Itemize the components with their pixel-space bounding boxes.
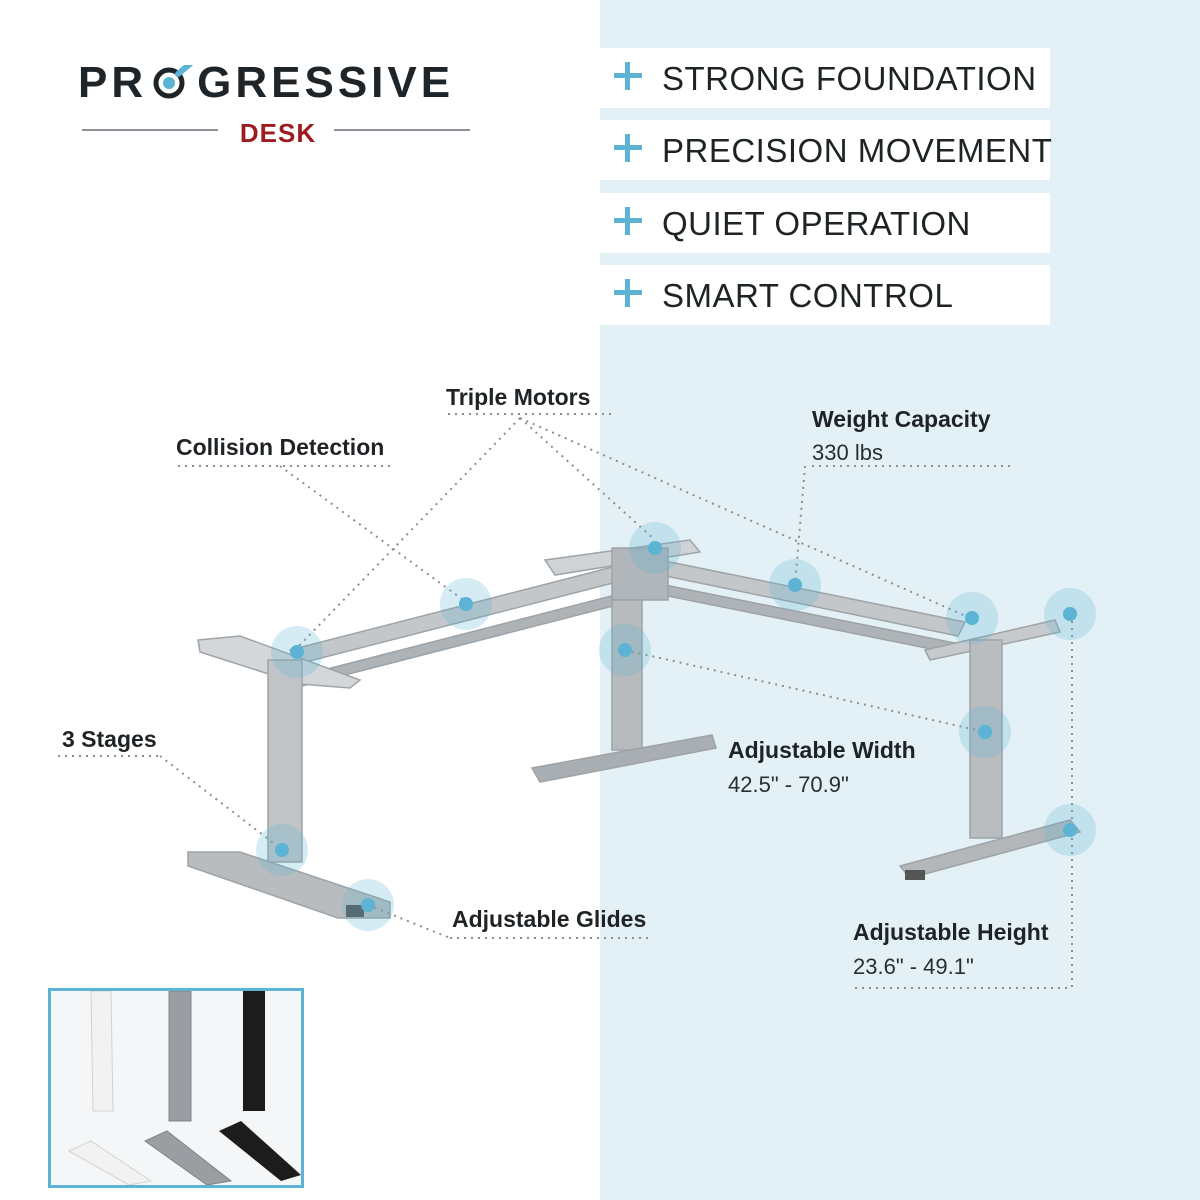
logo-text-start: PR (78, 58, 148, 107)
magnifier-q-icon (151, 60, 195, 99)
logo-wordmark: PR GRESSIVE (78, 58, 478, 108)
hotspot-collision-detection (440, 578, 492, 630)
hotspot-adjustable-glides (342, 879, 394, 931)
feature-label: PRECISION MOVEMENT (662, 132, 1053, 169)
frame-color-swatches (67, 991, 301, 1185)
hotspots (256, 522, 1096, 931)
hotspot-triple-motor-center (629, 522, 681, 574)
plus-icon (610, 275, 646, 311)
hotspot-triple-motor-left (271, 626, 323, 678)
callout-adjustable-width: Adjustable Width (728, 737, 916, 763)
feature-precision-movement: PRECISION MOVEMENT (600, 120, 1053, 180)
black-frame-leg (219, 991, 301, 1181)
feature-quiet-operation: QUIET OPERATION (600, 193, 1050, 253)
hotspot-triple-motor-right (946, 592, 998, 644)
callout-collision-detection: Collision Detection (176, 434, 385, 460)
plus-icon (610, 58, 646, 94)
color-options-inset (48, 988, 304, 1188)
callout-adjustable-glides: Adjustable Glides (452, 906, 647, 932)
hotspot-3-stages (256, 824, 308, 876)
callout-weight-capacity-value: 330 lbs (812, 440, 883, 465)
logo-text-end: GRESSIVE (197, 58, 455, 107)
logo-divider-right (334, 129, 470, 131)
feature-label: QUIET OPERATION (662, 205, 971, 242)
hotspot-height-top (1044, 588, 1096, 640)
plus-icon (610, 203, 646, 239)
white-frame-leg (67, 991, 153, 1185)
plus-icon (610, 130, 646, 166)
feature-label: SMART CONTROL (662, 277, 954, 314)
logo-divider-left (82, 129, 218, 131)
callout-adjustable-width-value: 42.5" - 70.9" (728, 772, 849, 797)
callout-adjustable-height: Adjustable Height (853, 919, 1049, 945)
gray-frame-leg (144, 991, 233, 1185)
callout-adjustable-height-value: 23.6" - 49.1" (853, 954, 974, 979)
logo-subtitle: DESK (239, 118, 317, 148)
feature-strong-foundation: STRONG FOUNDATION (600, 48, 1050, 108)
hotspot-adjustable-width (959, 706, 1011, 758)
leader-lines (58, 413, 1073, 989)
desk-frame (187, 539, 1082, 919)
progressive-desk-logo: PR GRESSIVE DESK (78, 52, 478, 152)
hotspot-width-center-leg (599, 624, 651, 676)
callout-weight-capacity: Weight Capacity (812, 406, 991, 432)
hotspot-height-bottom (1044, 804, 1096, 856)
feature-smart-control: SMART CONTROL (600, 265, 1050, 325)
logo-subtitle-row: DESK (78, 118, 478, 148)
hotspot-weight-capacity (769, 559, 821, 611)
callout-3-stages: 3 Stages (62, 726, 157, 752)
callout-triple-motors: Triple Motors (446, 384, 591, 410)
feature-label: STRONG FOUNDATION (662, 60, 1037, 97)
